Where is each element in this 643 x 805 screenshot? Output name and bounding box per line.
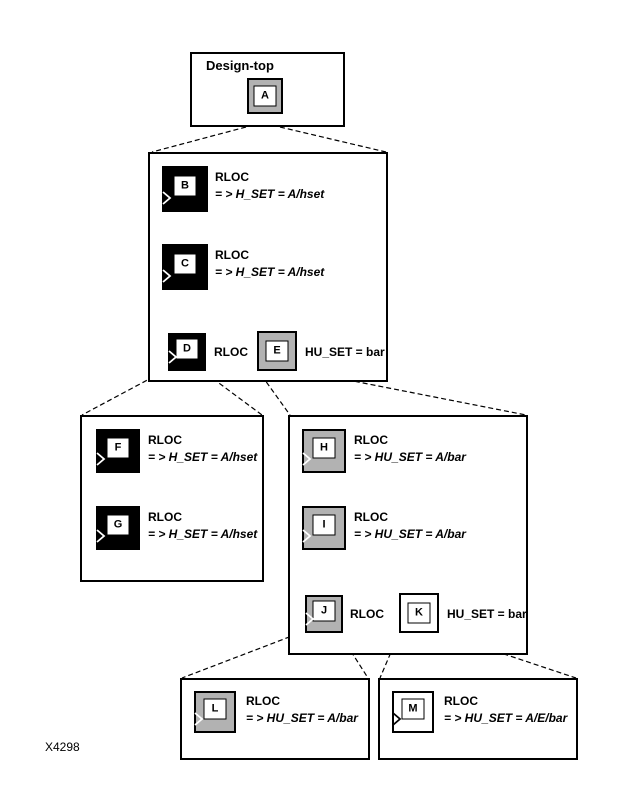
- block-m-annotation: RLOC = > HU_SET = A/E/bar: [444, 693, 567, 727]
- block-k-annotation: HU_SET = bar: [447, 607, 527, 621]
- clock-chevron-icon: [162, 269, 172, 283]
- clock-chevron-icon: [168, 350, 178, 364]
- level4-right-box: M RLOC = > HU_SET = A/E/bar: [378, 678, 578, 760]
- rloc-attr: RLOC: [148, 510, 182, 524]
- clock-chevron-icon: [162, 191, 172, 205]
- level4-left-box: L RLOC = > HU_SET = A/bar: [180, 678, 370, 760]
- block-l-label: L: [203, 698, 227, 720]
- block-e: E: [257, 331, 297, 371]
- block-a-label: A: [253, 85, 277, 107]
- clock-chevron-icon: [96, 529, 106, 543]
- design-top-title: Design-top: [206, 58, 274, 73]
- block-c: C: [162, 244, 208, 290]
- block-l: L: [194, 691, 236, 733]
- block-g-label: G: [106, 514, 130, 536]
- block-k: K: [399, 593, 439, 633]
- connector-line: [181, 630, 306, 679]
- block-d-label: D: [175, 338, 199, 360]
- set-value: = > HU_SET = A/E/bar: [444, 711, 568, 725]
- rloc-attr: RLOC: [215, 170, 249, 184]
- block-d-annotation: RLOC: [214, 345, 248, 359]
- figure-number: X4298: [45, 740, 80, 754]
- block-c-label: C: [173, 253, 197, 275]
- block-l-annotation: RLOC = > HU_SET = A/bar: [246, 693, 358, 727]
- clock-chevron-icon: [194, 712, 204, 726]
- clock-chevron-icon: [96, 452, 106, 466]
- block-k-label: K: [407, 602, 431, 624]
- block-i: I: [302, 506, 346, 550]
- set-value: = > H_SET = A/hset: [148, 527, 258, 541]
- rloc-attr: RLOC: [354, 510, 388, 524]
- block-b: B: [162, 166, 208, 212]
- block-m: M: [392, 691, 434, 733]
- block-e-annotation: HU_SET = bar: [305, 345, 385, 359]
- block-i-annotation: RLOC = > HU_SET = A/bar: [354, 509, 466, 543]
- connector-line: [151, 126, 247, 153]
- rloc-attr: RLOC: [148, 433, 182, 447]
- block-h-label: H: [312, 437, 336, 459]
- rloc-attr: RLOC: [246, 694, 280, 708]
- block-b-label: B: [173, 175, 197, 197]
- rloc-attr: RLOC: [444, 694, 478, 708]
- rloc-attr: RLOC: [215, 248, 249, 262]
- design-top-box: Design-top A: [190, 52, 345, 127]
- set-value: = > H_SET = A/hset: [215, 187, 325, 201]
- block-i-label: I: [312, 514, 336, 536]
- block-e-label: E: [265, 340, 289, 362]
- block-f: F: [96, 429, 140, 473]
- set-value: = > HU_SET = A/bar: [354, 527, 466, 541]
- block-h-annotation: RLOC = > HU_SET = A/bar: [354, 432, 466, 466]
- rloc-attr: RLOC: [354, 433, 388, 447]
- block-f-label: F: [106, 437, 130, 459]
- block-g: G: [96, 506, 140, 550]
- level3-left-box: F RLOC = > H_SET = A/hset G RLOC = > H_S…: [80, 415, 264, 582]
- connector-line: [279, 126, 387, 153]
- set-value: = > H_SET = A/hset: [148, 450, 258, 464]
- block-d: D: [168, 333, 206, 371]
- block-f-annotation: RLOC = > H_SET = A/hset: [148, 432, 257, 466]
- set-value: = > H_SET = A/hset: [215, 265, 325, 279]
- level3-right-box: H RLOC = > HU_SET = A/bar I RLOC = > HU_…: [288, 415, 528, 655]
- block-m-label: M: [401, 698, 425, 720]
- set-value: = > HU_SET = A/bar: [354, 450, 466, 464]
- set-value: = > HU_SET = A/bar: [246, 711, 358, 725]
- clock-chevron-icon: [302, 529, 312, 543]
- block-j-label: J: [312, 600, 336, 622]
- block-h: H: [302, 429, 346, 473]
- block-c-annotation: RLOC = > H_SET = A/hset: [215, 247, 324, 281]
- block-j-annotation: RLOC: [350, 607, 384, 621]
- block-a: A: [247, 78, 283, 114]
- level2-box: B RLOC = > H_SET = A/hset C RLOC = > H_S…: [148, 152, 388, 382]
- clock-chevron-icon: [302, 452, 312, 466]
- clock-chevron-icon: [392, 712, 402, 726]
- clock-chevron-icon: [305, 612, 315, 626]
- block-j: J: [305, 595, 343, 633]
- block-g-annotation: RLOC = > H_SET = A/hset: [148, 509, 257, 543]
- block-b-annotation: RLOC = > H_SET = A/hset: [215, 169, 324, 203]
